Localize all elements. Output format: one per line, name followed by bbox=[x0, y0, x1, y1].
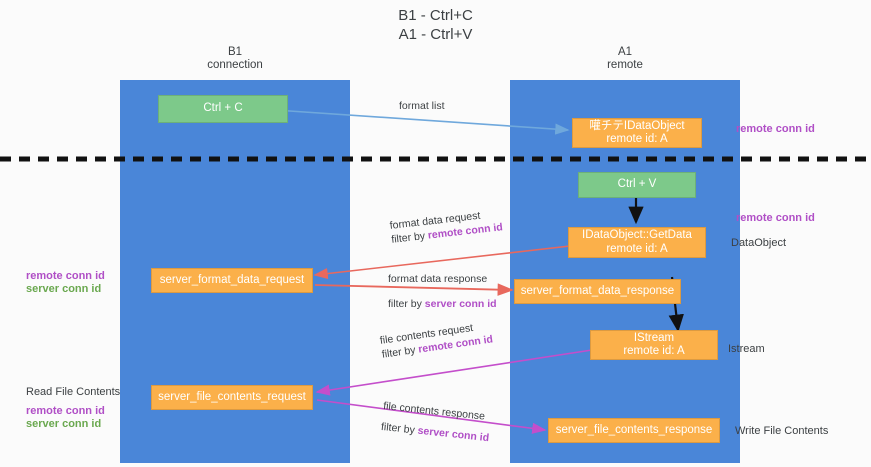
node-server-file-contents-request[interactable]: server_file_contents_request bbox=[151, 385, 313, 410]
node-idataobject-remote-label: 嚾チテIDataObject bbox=[589, 119, 685, 132]
note-left-mid-server-conn-id: server conn id bbox=[26, 283, 102, 295]
node-server-format-data-response[interactable]: server_format_data_response bbox=[514, 279, 681, 304]
node-server-format-data-response-label: server_format_data_response bbox=[520, 284, 675, 297]
edge-label-filter-prefix-4: filter by bbox=[380, 420, 419, 437]
edge-label-format-data-response: format data response filter by server co… bbox=[388, 272, 497, 311]
edge-label-filter-key-2: server conn id bbox=[424, 298, 497, 310]
edge-label-file-contents-request: file contents request filter by remote c… bbox=[379, 318, 494, 361]
edge-label-file-contents-response-line2: filter by server conn id bbox=[380, 420, 489, 445]
node-ctrl-v-label: Ctrl + V bbox=[617, 178, 657, 191]
diagram-title-line2: A1 - Ctrl+V bbox=[398, 26, 473, 43]
node-idataobject-remote[interactable]: 嚾チテIDataObject remote id: A bbox=[572, 118, 702, 148]
node-server-file-contents-response-label: server_file_contents_response bbox=[555, 423, 713, 436]
diagram-title-line1: B1 - Ctrl+C bbox=[398, 7, 473, 24]
lane-header-a1-subtitle: remote bbox=[607, 59, 643, 71]
lane-header-b1: B1 connection bbox=[120, 46, 350, 72]
lane-header-b1-subtitle: connection bbox=[207, 59, 263, 71]
note-left-bot-server-conn-id: server conn id bbox=[26, 418, 102, 430]
note-right-top-remote-conn-id: remote conn id bbox=[736, 123, 815, 135]
node-server-format-data-request-label: server_format_data_request bbox=[159, 273, 305, 286]
node-idataobject-getdata-sub: remote id: A bbox=[606, 242, 668, 255]
node-server-file-contents-response[interactable]: server_file_contents_response bbox=[548, 418, 720, 443]
edge-label-format-data-response-line2: filter by server conn id bbox=[388, 297, 497, 311]
lane-header-a1: A1 remote bbox=[510, 46, 740, 72]
edge-label-file-contents-response-line1: file contents response bbox=[382, 399, 486, 423]
note-left-bot-remote-conn-id: remote conn id bbox=[26, 405, 105, 417]
node-idataobject-remote-sub: remote id: A bbox=[606, 133, 668, 145]
node-server-format-data-request[interactable]: server_format_data_request bbox=[151, 268, 313, 293]
edge-label-file-contents-response: file contents response filter by server … bbox=[380, 399, 492, 445]
lane-header-b1-title: B1 bbox=[227, 46, 243, 58]
node-ctrl-v[interactable]: Ctrl + V bbox=[578, 172, 696, 198]
edge-label-format-data-response-line1: format data response bbox=[388, 273, 488, 285]
note-left-read-file-contents: Read File Contents bbox=[26, 386, 121, 398]
note-left-mid-remote-conn-id: remote conn id bbox=[26, 270, 105, 282]
note-right-dataobject: DataObject bbox=[731, 237, 787, 249]
node-idataobject-getdata[interactable]: IDataObject::GetData remote id: A bbox=[568, 227, 706, 258]
edge-label-filter-prefix-2: filter by bbox=[388, 298, 425, 310]
edge-label-format-list-text: format list bbox=[399, 100, 445, 112]
node-istream[interactable]: IStream remote id: A bbox=[590, 330, 718, 360]
node-ctrl-c-label: Ctrl + C bbox=[203, 102, 243, 115]
edge-label-filter-key-4: server conn id bbox=[417, 424, 490, 445]
note-right-write-file-contents: Write File Contents bbox=[735, 425, 829, 437]
edge-label-format-list: format list bbox=[399, 99, 445, 113]
node-server-file-contents-request-label: server_file_contents_request bbox=[158, 390, 306, 403]
node-idataobject-getdata-label: IDataObject::GetData bbox=[582, 229, 692, 241]
edge-label-format-data-request: format data request filter by remote con… bbox=[389, 206, 503, 247]
node-istream-sub: remote id: A bbox=[623, 345, 685, 357]
node-istream-label: IStream bbox=[633, 331, 675, 344]
edge-label-filter-prefix-3: filter by bbox=[381, 343, 420, 361]
lane-header-a1-title: A1 bbox=[617, 46, 633, 58]
node-ctrl-c[interactable]: Ctrl + C bbox=[158, 95, 288, 123]
note-right-mid-remote-conn-id: remote conn id bbox=[736, 212, 815, 224]
diagram-title: B1 - Ctrl+C A1 - Ctrl+V bbox=[0, 6, 871, 44]
note-right-istream: Istream bbox=[728, 343, 765, 355]
edge-label-filter-prefix: filter by bbox=[390, 229, 429, 246]
